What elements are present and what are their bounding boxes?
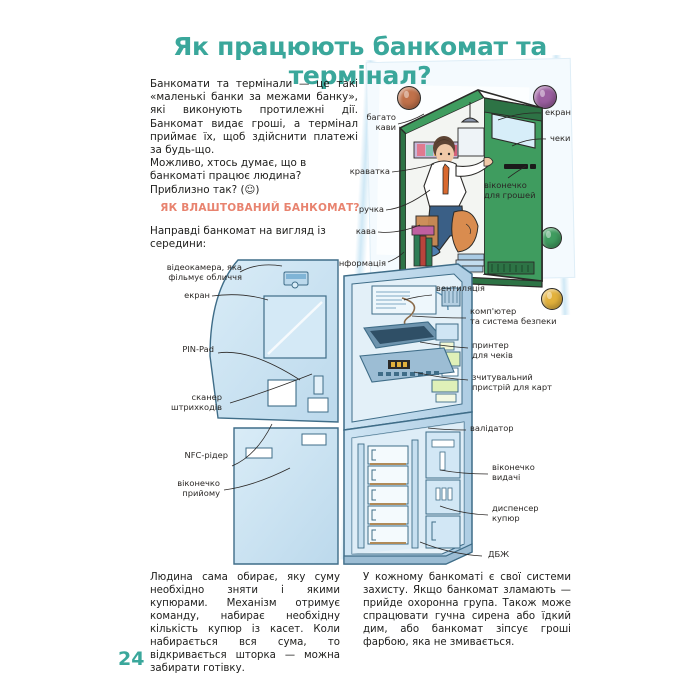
intro-text: Банкомати та термінали — це такі «малень… xyxy=(150,78,358,197)
decorative-dot-purple xyxy=(533,85,557,109)
label-prynter: принтер для чеків xyxy=(472,340,513,361)
label-kravatka: краватка xyxy=(349,166,390,176)
intro-paragraph-3: Приблизно так? (☺) xyxy=(150,183,260,196)
label-ekran-booth: екран xyxy=(545,107,571,117)
label-validator: валідатор xyxy=(470,423,514,433)
label-ruchka: ручка xyxy=(358,204,384,214)
label-skaner-shtrykhkodiv: сканер штрихкодів xyxy=(170,392,222,413)
bottom-text-left: Людина сама обирає, яку суму необхідно з… xyxy=(150,572,340,674)
bottom-text-right: У кожному банкоматі є свої системи захис… xyxy=(363,572,571,648)
intro-paragraph-1: Банкомати та термінали — це такі «малень… xyxy=(150,78,358,157)
label-pin-pad: PIN-Pad xyxy=(182,344,214,354)
label-vikonechko-dlya-hroshei: віконечко для грошей xyxy=(484,180,536,201)
label-bagato-kavy: багато кави xyxy=(366,112,396,133)
section-subheading: ЯК ВЛАШТОВАНИЙ БАНКОМАТ? xyxy=(160,202,360,214)
intro-paragraph-2: Можливо, хтось думає, що в банкоматі пра… xyxy=(150,157,307,183)
label-vikonechko-pryyomu: віконечко прийому xyxy=(177,478,220,499)
label-zchytuvalnyy-prystriy: зчитувальний пристрій для карт xyxy=(472,372,552,393)
label-videokamera: відеокамера, яка фільмує обличчя xyxy=(166,262,242,283)
label-nfc-rider: NFC-рідер xyxy=(184,450,228,460)
decorative-dot-brown xyxy=(397,86,421,110)
page-title: Як працюють банкомат та термінал? xyxy=(173,32,547,90)
atm-cutaway-diagram xyxy=(209,259,473,565)
label-cheky: чеки xyxy=(550,133,571,143)
label-informatsiya: інформація xyxy=(336,258,386,268)
label-kompyuter: комп'ютер та система безпеки xyxy=(470,306,557,327)
label-ventylyatsiya: вентиляція xyxy=(436,283,485,293)
label-dyspenser: диспенсер купюр xyxy=(492,503,539,524)
label-vikonechko-vydachi: віконечко видачі xyxy=(492,462,535,483)
section-leadin: Направді банкомат на вигляд із середини: xyxy=(150,225,326,250)
decorative-dot-yellow xyxy=(541,288,563,310)
label-ekran: екран xyxy=(184,290,210,300)
label-kava: кава xyxy=(355,226,376,236)
page-number: 24 xyxy=(118,648,145,670)
label-dbzh: ДБЖ xyxy=(488,549,510,559)
